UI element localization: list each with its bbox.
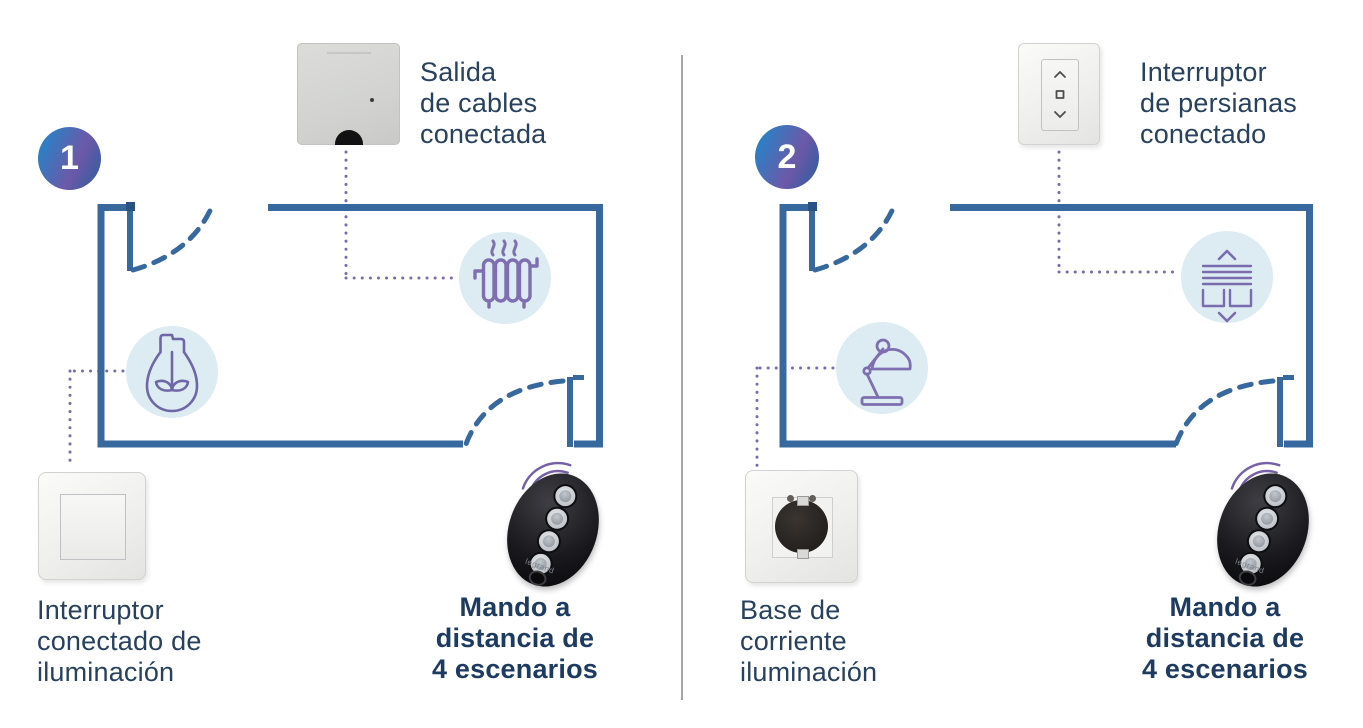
light-switch-device (38, 472, 146, 580)
remote-button-3 (536, 528, 562, 555)
scenario-number: 1 (60, 139, 79, 177)
scenario-2-panel: 2 Interruptor de persianas conectado (682, 0, 1363, 728)
remote-button-1 (552, 483, 579, 509)
switch-rocker (60, 494, 126, 560)
ground-clip-bottom (797, 549, 809, 559)
door-hinge-dot (808, 202, 817, 211)
light-bulb-icon (145, 333, 199, 413)
plate-seam (327, 52, 371, 54)
shutter-switch-device (1018, 43, 1100, 145)
socket-hole-right (809, 495, 816, 502)
room-walls (779, 204, 1313, 448)
remote-button-1 (1262, 483, 1289, 509)
cable-outlet-label: Salida de cables conectada (420, 57, 547, 149)
chevron-up-icon (1054, 71, 1066, 78)
scenario-number-badge: 2 (755, 125, 819, 189)
ground-clip-top (797, 496, 809, 506)
door-hinge-dot (126, 202, 135, 211)
shutter-switch-label: Interruptor de persianas conectado (1140, 57, 1298, 149)
stop-icon (1055, 90, 1065, 99)
door-swing-arcs (130, 201, 566, 447)
socket-recess (775, 500, 828, 553)
remote-button-3 (1246, 528, 1272, 555)
power-socket-label: Base de corriente iluminación (740, 595, 878, 687)
door-swing-arcs (812, 201, 1276, 447)
remote-label: Mando a distancia de 4 escenarios (431, 592, 598, 684)
scenario-1-panel: 1 Salida de cables conectada Interruptor… (37, 43, 615, 687)
panel-divider-line (681, 55, 683, 700)
room-walls (97, 204, 603, 448)
desk-lamp-icon (860, 338, 912, 406)
chevron-down-icon (1054, 111, 1066, 118)
cable-outlet-device (297, 43, 400, 145)
socket-hole-left (787, 495, 794, 502)
cable-notch (334, 130, 363, 145)
dotted-connector-lines (68, 150, 457, 468)
radiator-icon (473, 239, 539, 309)
floor-plan-1 (68, 150, 603, 498)
shutter-keypad (1041, 59, 1079, 131)
remote-label: Mando a distancia de 4 escenarios (1141, 592, 1308, 684)
shutter-keys (1054, 71, 1066, 118)
floor-plan-2 (755, 150, 1313, 498)
remote-button-2 (544, 505, 570, 532)
dotted-connector-lines (755, 150, 1180, 468)
light-switch-label: Interruptor conectado de iluminación (37, 595, 202, 687)
screw-dot (370, 98, 374, 102)
scenario-number: 2 (777, 137, 797, 176)
scenario-number-badge: 1 (38, 127, 101, 190)
remote-button-2 (1254, 505, 1280, 532)
roller-shutter-icon (1201, 249, 1253, 323)
power-socket-device (745, 470, 858, 583)
